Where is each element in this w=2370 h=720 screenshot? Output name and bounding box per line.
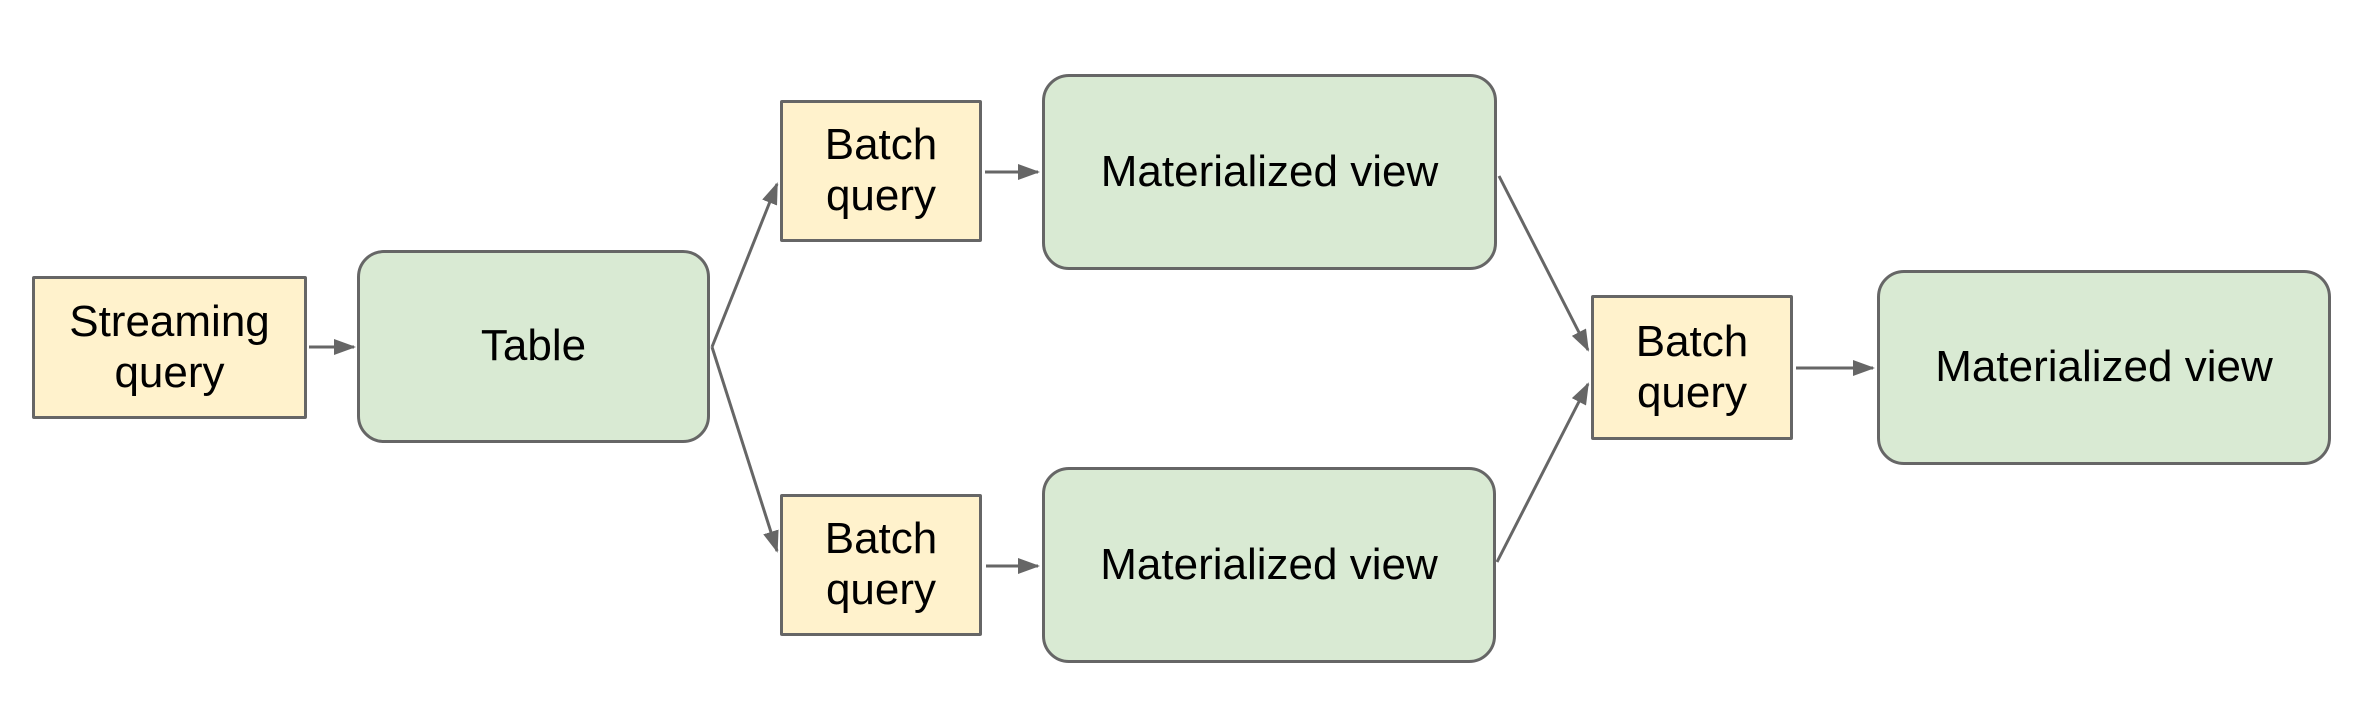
node-materialized-view-bottom-label: Materialized view <box>1100 539 1438 589</box>
node-streaming-query-label: Streaming query <box>69 296 270 397</box>
edge-materialized-view-top-to-batch-query-right <box>1497 175 1590 352</box>
node-table: Table <box>357 250 710 443</box>
edge-table-to-batch-query-bottom <box>710 346 779 553</box>
node-materialized-view-right: Materialized view <box>1877 270 2331 465</box>
node-batch-query-top-label: Batch query <box>824 120 938 220</box>
edge-materialized-view-bottom-to-batch-query-right <box>1495 382 1590 563</box>
node-materialized-view-top-label: Materialized view <box>1100 146 1439 196</box>
node-streaming-query: Streaming query <box>32 276 307 419</box>
node-materialized-view-right-label: Materialized view <box>1935 342 2273 392</box>
node-batch-query-top: Batch query <box>780 100 982 242</box>
node-materialized-view-top: Materialized view <box>1042 74 1497 270</box>
node-batch-query-bottom-label: Batch query <box>824 514 938 614</box>
node-materialized-view-bottom: Materialized view <box>1042 467 1496 663</box>
node-batch-query-bottom: Batch query <box>780 494 982 636</box>
node-batch-query-right: Batch query <box>1591 295 1793 440</box>
node-batch-query-right-label: Batch query <box>1635 316 1749 417</box>
edge-table-to-batch-query-top <box>710 182 779 348</box>
node-table-label: Table <box>480 321 587 371</box>
